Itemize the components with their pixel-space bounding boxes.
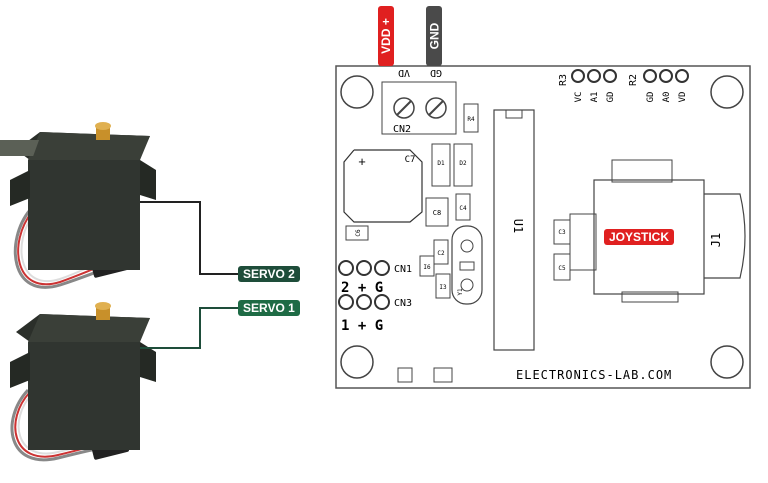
r2-pin-1: GD <box>646 92 656 103</box>
bottom-smd-1 <box>397 367 413 383</box>
c7-plus-sign: + <box>358 154 366 169</box>
d2-label: D2 <box>459 160 467 167</box>
u1-label: U1 <box>511 219 525 233</box>
c4-capacitor <box>455 193 471 221</box>
servo-2-motor <box>0 122 156 289</box>
r3-pin-2: A1 <box>590 92 600 103</box>
joystick-label: JOYSTICK <box>604 229 675 245</box>
r3-label: R3 <box>558 74 569 86</box>
cn1-pins: 2 + G <box>341 280 383 296</box>
cn2-pin-vd: VD <box>398 67 410 78</box>
servo-2-wire <box>140 201 240 275</box>
servo-2-label: SERVO 2 <box>238 266 300 282</box>
cn2-terminal: VD GD CN2 <box>381 67 457 135</box>
i6-label: I6 <box>423 264 431 271</box>
y1-label: Y1 <box>457 288 464 296</box>
r2-header: R2 GD A0 VD <box>628 69 689 103</box>
c5-label: C5 <box>558 265 566 272</box>
joystick-module: C3 C5 J1 <box>553 159 746 303</box>
c8-capacitor <box>425 197 449 227</box>
vdd-power-label: VDD + <box>378 6 394 66</box>
d2-diode <box>453 143 473 187</box>
cn3-pins: 1 + G <box>341 318 383 334</box>
c5-capacitor <box>553 253 571 281</box>
y1-crystal: Y1 <box>451 225 483 305</box>
c6-label: C6 <box>355 229 362 237</box>
mounting-hole <box>710 75 744 109</box>
u1-chip: U1 <box>493 109 535 351</box>
cn2-label: CN2 <box>393 124 411 135</box>
r4-label: R4 <box>467 116 475 123</box>
r3-pin-3: GD <box>606 92 616 103</box>
vdd-text: VDD + <box>379 18 393 54</box>
r2-pin-2: A0 <box>662 92 672 103</box>
d1-label: D1 <box>437 160 445 167</box>
c7-label: C7 <box>405 155 416 165</box>
servo-1-label: SERVO 1 <box>238 300 300 316</box>
gnd-power-label: GND <box>426 6 442 66</box>
c7-capacitor: + C7 <box>343 149 423 223</box>
r2-pin-3: VD <box>678 92 688 103</box>
bottom-smd-2 <box>433 367 453 383</box>
mounting-hole <box>710 345 744 379</box>
r3-header: R3 VC A1 GD <box>558 69 617 103</box>
mounting-hole <box>340 75 374 109</box>
servo-1-wire <box>140 307 240 349</box>
i3-component <box>435 273 451 299</box>
i3-label: I3 <box>439 284 447 291</box>
website-label: ELECTRONICS-LAB.COM <box>516 368 672 382</box>
d1-diode <box>431 143 451 187</box>
c3-label: C3 <box>558 229 566 236</box>
r3-pin-1: VC <box>574 92 584 103</box>
cn1-header: CN1 2 + G <box>338 260 412 296</box>
c3-capacitor <box>553 219 571 245</box>
c2-capacitor <box>433 239 449 265</box>
c2-label: C2 <box>437 250 445 257</box>
cn2-pin-gd: GD <box>430 67 442 78</box>
servo-1-motor <box>10 302 156 462</box>
pcb-board: VD GD CN2 R4 + C7 D1 D2 C8 C4 C6 C2 I6 <box>335 65 751 389</box>
j1-label: J1 <box>709 233 723 247</box>
r4-resistor <box>463 103 479 133</box>
i6-component <box>419 255 435 277</box>
cn3-header: CN3 1 + G <box>338 294 412 334</box>
cn1-label: CN1 <box>394 264 412 275</box>
c4-label: C4 <box>459 205 467 212</box>
c8-label: C8 <box>433 209 441 217</box>
gnd-text: GND <box>427 22 442 50</box>
c6-capacitor <box>345 225 369 241</box>
cn3-label: CN3 <box>394 298 412 309</box>
mounting-hole <box>340 345 374 379</box>
r2-label: R2 <box>628 74 639 86</box>
